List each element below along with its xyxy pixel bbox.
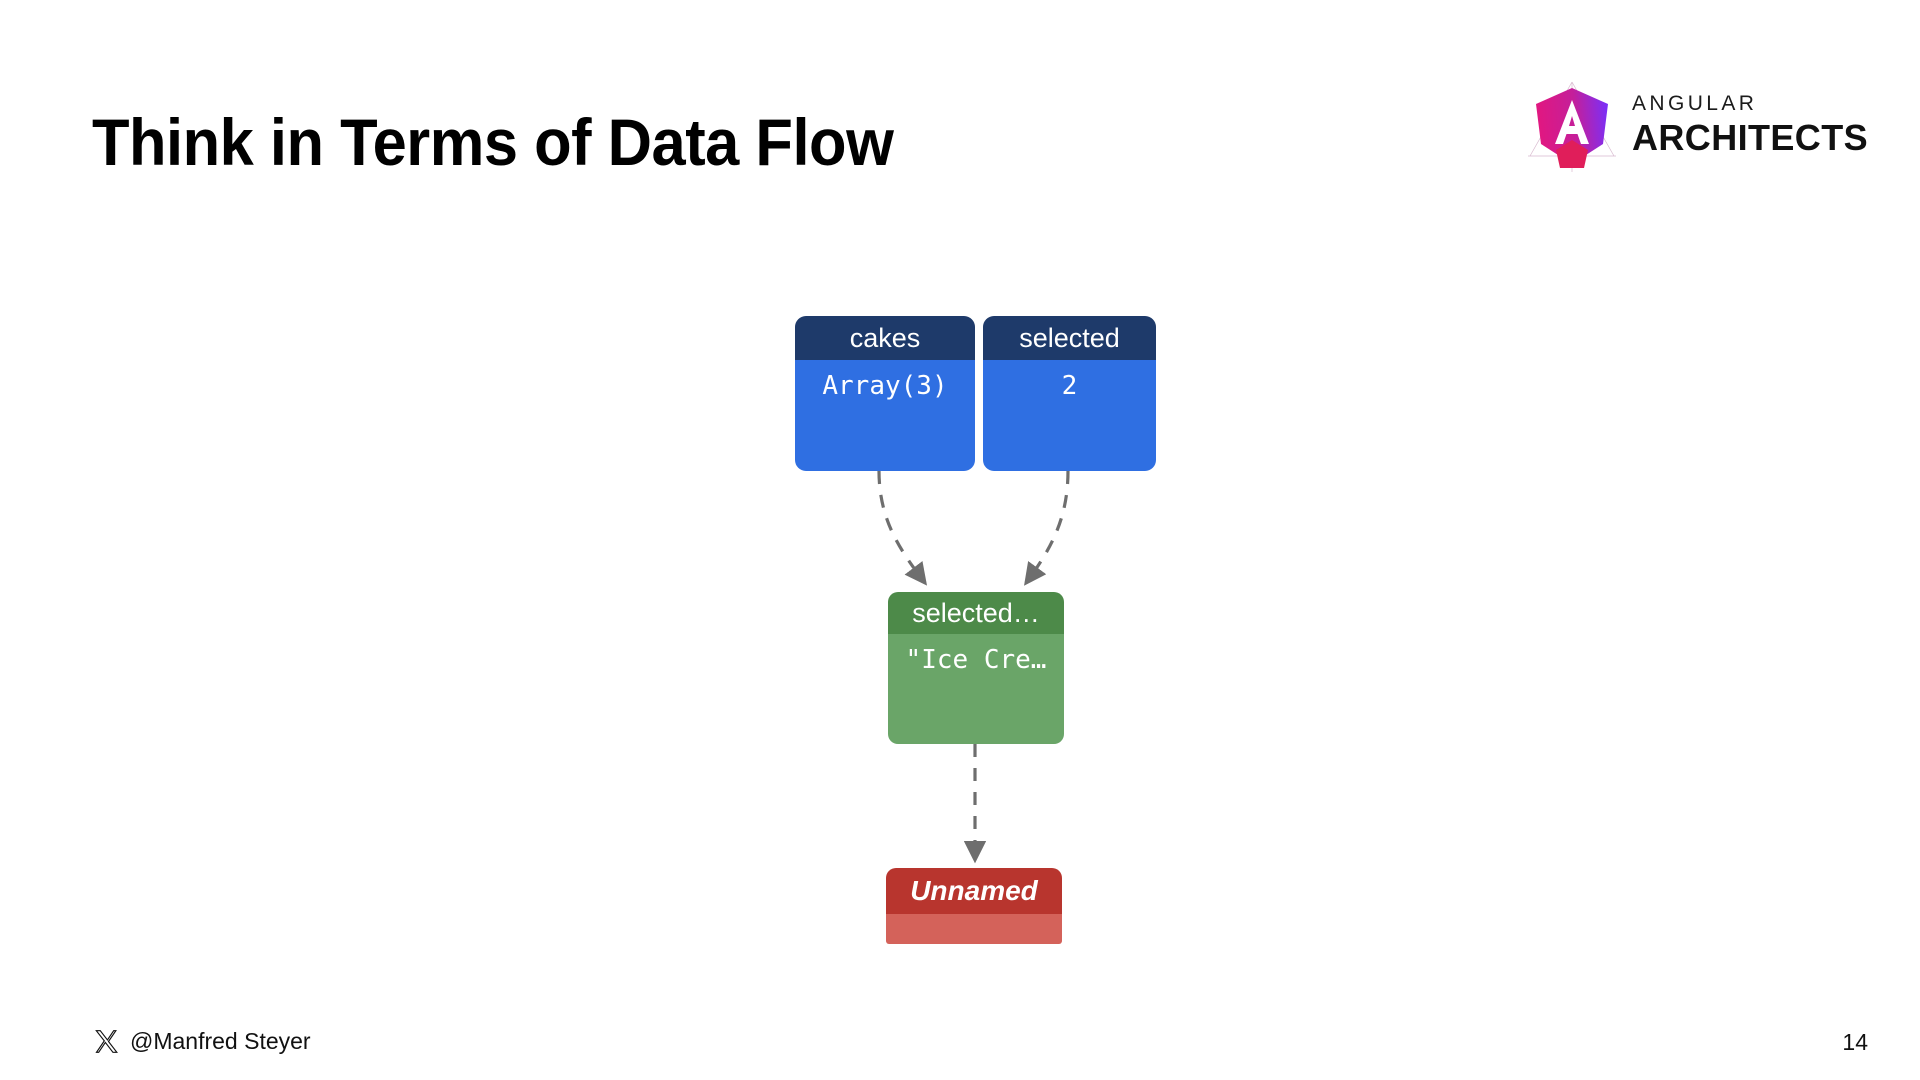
graph-node-selected-cake[interactable]: selected… "Ice Cre… [888, 592, 1064, 744]
graph-node-unnamed-effect[interactable]: Unnamed [886, 868, 1062, 944]
graph-node-selected-header: selected [983, 316, 1156, 360]
graph-node-selected-value: 2 [983, 360, 1156, 471]
graph-node-unnamed-effect-value [886, 914, 1062, 944]
graph-node-selected[interactable]: selected 2 [983, 316, 1156, 471]
graph-node-selected-cake-value: "Ice Cre… [888, 634, 1064, 744]
brand-line-architects: ARCHITECTS [1632, 116, 1868, 158]
brand-line-angular: ANGULAR [1632, 91, 1758, 115]
brand-logo: ANGULAR ARCHITECTS [1526, 78, 1868, 174]
x-twitter-icon [94, 1029, 119, 1054]
graph-node-cakes-header: cakes [795, 316, 975, 360]
edge-selected-to-selected-cake [1024, 470, 1070, 586]
graph-node-unnamed-effect-header: Unnamed [886, 868, 1062, 914]
graph-node-cakes-value: Array(3) [795, 360, 975, 471]
brand-wordmark: ANGULAR ARCHITECTS [1632, 93, 1868, 160]
angular-shield-icon [1526, 78, 1618, 174]
footer-social-handle[interactable]: @Manfred Steyer [94, 1028, 311, 1055]
graph-node-cakes[interactable]: cakes Array(3) [795, 316, 975, 471]
page-title: Think in Terms of Data Flow [92, 105, 894, 179]
page-number: 14 [1842, 1029, 1868, 1055]
graph-node-selected-cake-header: selected… [888, 592, 1064, 634]
footer-handle-label: @Manfred Steyer [130, 1028, 311, 1054]
edge-cakes-to-selected-cake [877, 470, 928, 586]
